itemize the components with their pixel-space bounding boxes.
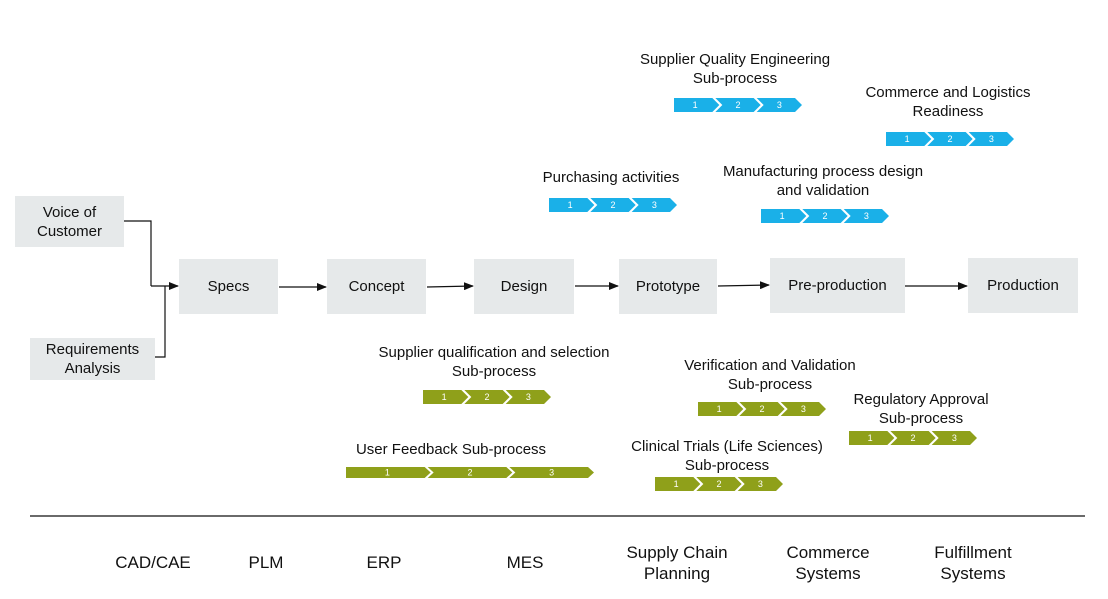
chevron-steps-verification-validation: 1 2 3: [698, 402, 826, 416]
chevron-step: [780, 402, 826, 416]
requirements-connector: [155, 286, 166, 358]
chevron-steps-manufacturing-design: 1 2 3: [761, 209, 889, 223]
chevron-step: [890, 431, 936, 445]
chevron-step: [737, 477, 783, 491]
prototype-to-preproduction-arrow: [717, 281, 770, 290]
chevron-step-number: 2: [467, 468, 472, 478]
chevron-step-number: 1: [717, 404, 722, 414]
stage-production: Production: [968, 258, 1078, 313]
subprocess-label-purchasing: Purchasing activities: [542, 169, 680, 186]
system-cad-cae: CAD/CAE: [115, 553, 191, 572]
chevron-step: [931, 431, 977, 445]
chevron-step-number: 2: [610, 200, 615, 210]
chevron-step: [739, 402, 785, 416]
chevron-step-number: 2: [716, 479, 721, 489]
voice-connector: [124, 220, 152, 286]
chevron-steps-regulatory-approval: 1 2 3: [849, 431, 977, 445]
chevron-step: [590, 198, 636, 212]
chevron-step: [696, 477, 742, 491]
chevron-step-number: 3: [801, 404, 806, 414]
input-requirements-analysis: Requirements Analysis: [30, 338, 155, 380]
chevron-step: [549, 198, 595, 212]
chevron-step: [968, 132, 1014, 146]
subprocess-label-supplier-quality-engineering: Supplier Quality Engineering Sub-process: [639, 51, 831, 87]
chevron-step-number: 3: [652, 200, 657, 210]
chevron-step-number: 3: [989, 134, 994, 144]
chevron-step: [423, 390, 469, 404]
subprocess-label-verification-validation: Verification and Validation Sub-process: [684, 357, 856, 393]
system-plm: PLM: [248, 553, 284, 572]
subprocess-label-supplier-qualification: Supplier qualification and selection Sub…: [378, 344, 610, 380]
system-erp: ERP: [366, 553, 402, 572]
chevron-step-number: 1: [568, 200, 573, 210]
concept-to-design-arrow: [426, 282, 474, 291]
chevron-steps-user-feedback: 1 2 3: [346, 467, 594, 478]
chevron-step-number: 1: [442, 392, 447, 402]
chevron-step: [509, 467, 594, 478]
chevron-step: [843, 209, 889, 223]
chevron-step: [927, 132, 973, 146]
chevron-step: [756, 98, 802, 112]
subprocess-label-commerce-logistics: Commerce and Logistics Readiness: [865, 84, 1031, 120]
chevron-step: [346, 467, 431, 478]
input-voice-of-customer: Voice of Customer: [15, 196, 124, 247]
chevron-steps-supplier-quality-engineering: 1 2 3: [674, 98, 802, 112]
chevron-step-number: 2: [910, 433, 915, 443]
chevron-step: [715, 98, 761, 112]
chevron-step-number: 2: [822, 211, 827, 221]
chevron-steps-commerce-logistics: 1 2 3: [886, 132, 1014, 146]
system-fulfillment-systems: Fulfillment Systems: [934, 543, 1012, 583]
chevron-step-number: 2: [735, 100, 740, 110]
chevron-step-number: 1: [868, 433, 873, 443]
stage-concept: Concept: [327, 259, 426, 314]
stage-design: Design: [474, 259, 574, 314]
chevron-step-number: 1: [385, 468, 390, 478]
chevron-step-number: 3: [526, 392, 531, 402]
chevron-step-number: 1: [905, 134, 910, 144]
subprocess-label-user-feedback: User Feedback Sub-process: [355, 441, 547, 458]
chevron-step: [427, 467, 513, 478]
chevron-step-number: 2: [484, 392, 489, 402]
chevron-step: [849, 431, 895, 445]
chevron-step: [698, 402, 744, 416]
chevron-step-number: 1: [693, 100, 698, 110]
chevron-step-number: 3: [777, 100, 782, 110]
chevron-step-number: 2: [759, 404, 764, 414]
chevron-step: [464, 390, 510, 404]
chevron-step-number: 3: [952, 433, 957, 443]
chevron-step: [802, 209, 848, 223]
chevron-step-number: 1: [674, 479, 679, 489]
stage-specs: Specs: [179, 259, 278, 314]
system-commerce-systems: Commerce Systems: [786, 543, 870, 583]
system-mes: MES: [506, 553, 544, 572]
chevron-step: [655, 477, 701, 491]
chevron-step-number: 3: [549, 468, 554, 478]
chevron-steps-clinical-trials: 1 2 3: [655, 477, 783, 491]
subprocess-label-clinical-trials: Clinical Trials (Life Sciences) Sub-proc…: [631, 438, 823, 474]
stage-prototype: Prototype: [619, 259, 717, 314]
subprocess-label-manufacturing-design: Manufacturing process design and validat…: [722, 163, 924, 199]
chevron-step-number: 3: [758, 479, 763, 489]
chevron-step-number: 3: [864, 211, 869, 221]
chevron-steps-purchasing: 1 2 3: [549, 198, 677, 212]
chevron-step: [631, 198, 677, 212]
system-supply-chain-planning: Supply Chain Planning: [626, 543, 728, 583]
chevron-step: [505, 390, 551, 404]
chevron-step: [761, 209, 807, 223]
chevron-step: [674, 98, 720, 112]
stage-pre-production: Pre-production: [770, 258, 905, 313]
chevron-steps-supplier-qualification: 1 2 3: [423, 390, 551, 404]
chevron-step: [886, 132, 932, 146]
subprocess-label-regulatory-approval: Regulatory Approval Sub-process: [853, 391, 989, 427]
chevron-step-number: 1: [780, 211, 785, 221]
chevron-step-number: 2: [947, 134, 952, 144]
